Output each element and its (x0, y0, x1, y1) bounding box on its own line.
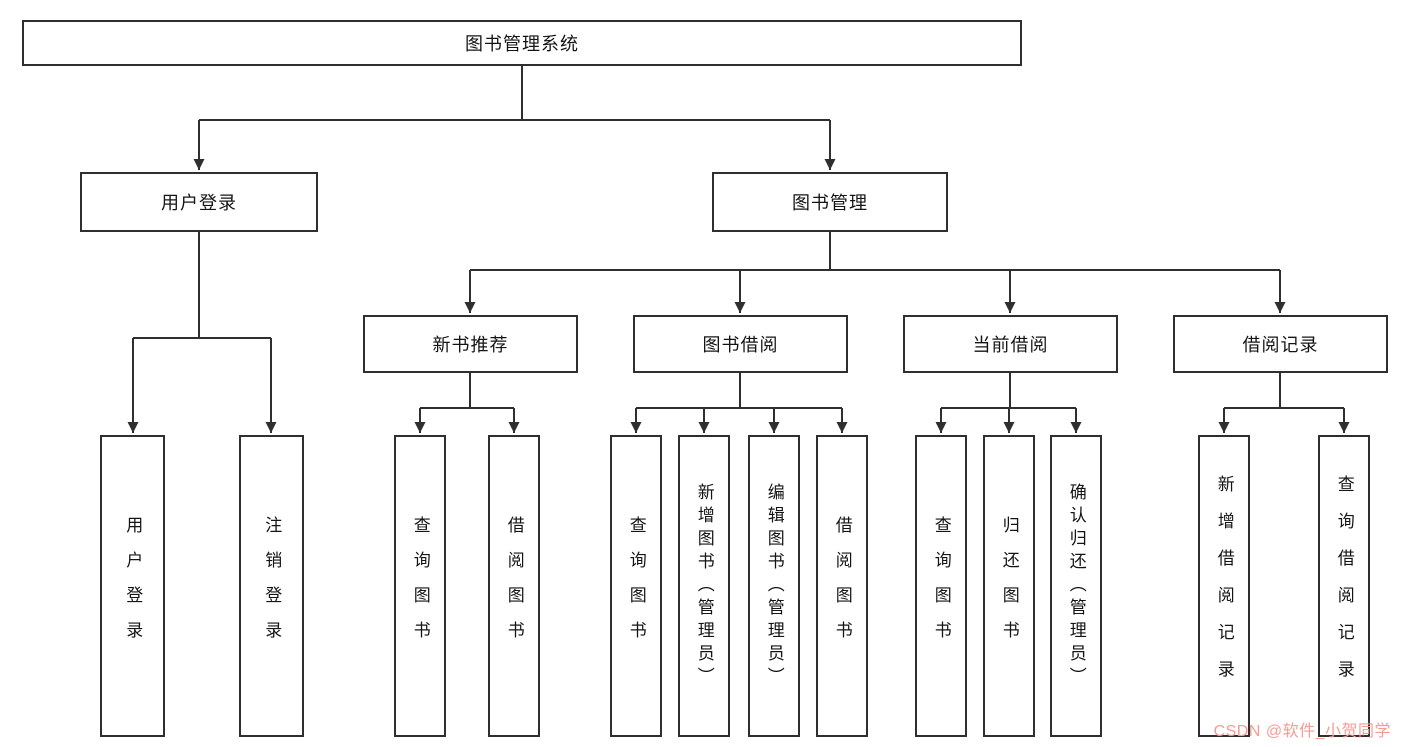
node-current-borrowing-label: 当前借阅 (972, 335, 1049, 355)
node-user-login: 用户登录 (80, 172, 318, 232)
leaf-logout-label: 注销登录 (262, 516, 282, 656)
leaf-current-confirm-return-admin: 确认归还（管理员） (1050, 435, 1102, 737)
leaf-borrowing-edit-admin-label: 编辑图书（管理员） (764, 482, 784, 690)
leaf-newbooks-query-label: 查询图书 (410, 516, 430, 656)
leaf-current-return-label: 归还图书 (999, 516, 1019, 656)
node-root: 图书管理系统 (22, 20, 1022, 66)
leaf-borrowing-add-admin: 新增图书（管理员） (678, 435, 730, 737)
leaf-current-query: 查询图书 (915, 435, 967, 737)
leaf-newbooks-borrow: 借阅图书 (488, 435, 540, 737)
node-book-management: 图书管理 (712, 172, 948, 232)
leaf-records-query-label: 查询借阅记录 (1334, 475, 1354, 697)
leaf-newbooks-query: 查询图书 (394, 435, 446, 737)
leaf-borrowing-add-admin-label: 新增图书（管理员） (694, 482, 714, 690)
leaf-newbooks-borrow-label: 借阅图书 (504, 516, 524, 656)
leaf-borrowing-edit-admin: 编辑图书（管理员） (748, 435, 800, 737)
leaf-records-query: 查询借阅记录 (1318, 435, 1370, 737)
node-book-borrowing: 图书借阅 (633, 315, 848, 373)
node-current-borrowing: 当前借阅 (903, 315, 1118, 373)
watermark: CSDN @软件_小贺同学 (1213, 723, 1391, 740)
leaf-current-confirm-return-admin-label: 确认归还（管理员） (1066, 482, 1086, 690)
leaf-current-query-label: 查询图书 (931, 516, 951, 656)
leaf-borrowing-borrow: 借阅图书 (816, 435, 868, 737)
connectors-borrowing (630, 373, 848, 433)
leaf-borrowing-borrow-label: 借阅图书 (832, 516, 852, 656)
node-user-login-label: 用户登录 (161, 193, 237, 213)
node-new-books-label: 新书推荐 (432, 335, 509, 355)
connectors-new-books (414, 373, 520, 433)
node-new-books: 新书推荐 (363, 315, 578, 373)
leaf-user-login: 用户登录 (100, 435, 165, 737)
node-borrow-records-label: 借阅记录 (1242, 335, 1319, 355)
node-root-label: 图书管理系统 (465, 34, 579, 54)
leaf-records-add-label: 新增借阅记录 (1214, 475, 1234, 697)
leaf-logout: 注销登录 (239, 435, 304, 737)
leaf-user-login-label: 用户登录 (123, 516, 143, 656)
leaf-borrowing-query: 查询图书 (610, 435, 662, 737)
leaf-borrowing-query-label: 查询图书 (626, 516, 646, 656)
connectors-user-login (127, 232, 277, 433)
connectors-borrow-records (1218, 373, 1350, 433)
node-book-management-label: 图书管理 (792, 193, 868, 213)
connectors-current-borrow (935, 373, 1082, 433)
leaf-current-return: 归还图书 (983, 435, 1035, 737)
connectors-book-management (464, 232, 1286, 313)
node-borrow-records: 借阅记录 (1173, 315, 1388, 373)
leaf-records-add: 新增借阅记录 (1198, 435, 1250, 737)
node-book-borrowing-label: 图书借阅 (702, 335, 779, 355)
connectors-root (193, 66, 836, 170)
